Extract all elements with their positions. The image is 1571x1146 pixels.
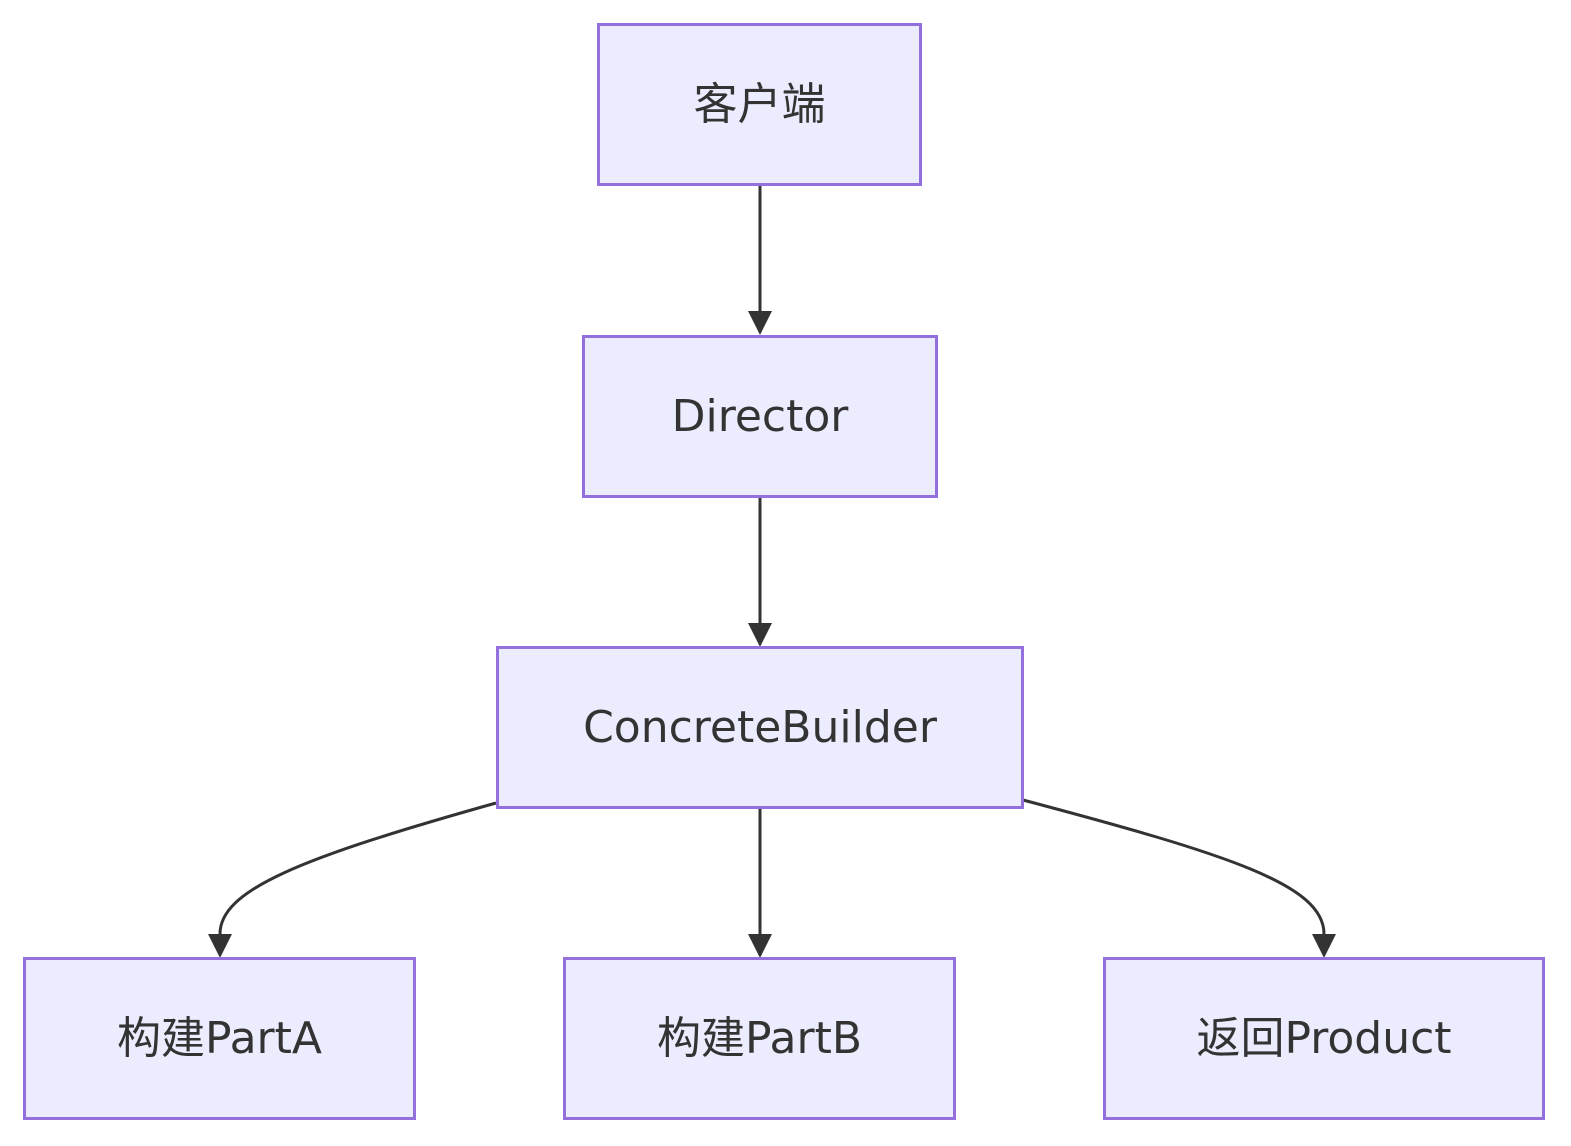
edge-builder-to-part-b: [748, 808, 772, 958]
edge-builder-to-part-a: [208, 801, 497, 958]
edge-director-to-builder: [748, 497, 772, 647]
edge-client-to-director: [748, 186, 772, 335]
arrowhead-icon: [748, 623, 772, 647]
node-client[interactable]: 客户端: [597, 23, 922, 186]
arrowhead-icon: [208, 934, 232, 958]
node-build-part-a-label: 构建PartA: [117, 1012, 322, 1064]
node-return-product[interactable]: 返回Product: [1103, 957, 1545, 1120]
arrowhead-icon: [1312, 934, 1336, 958]
node-build-part-a[interactable]: 构建PartA: [23, 957, 416, 1120]
node-concrete-builder[interactable]: ConcreteBuilder: [496, 646, 1024, 809]
node-build-part-b[interactable]: 构建PartB: [563, 957, 956, 1120]
node-build-part-b-label: 构建PartB: [656, 1012, 863, 1064]
node-client-label: 客户端: [693, 78, 826, 130]
edge-builder-to-product: [1022, 798, 1336, 958]
arrowhead-icon: [748, 311, 772, 335]
node-return-product-label: 返回Product: [1196, 1012, 1452, 1064]
node-concrete-builder-label: ConcreteBuilder: [583, 701, 937, 753]
arrowhead-icon: [748, 934, 772, 958]
node-director-label: Director: [671, 390, 849, 442]
node-director[interactable]: Director: [582, 335, 938, 498]
